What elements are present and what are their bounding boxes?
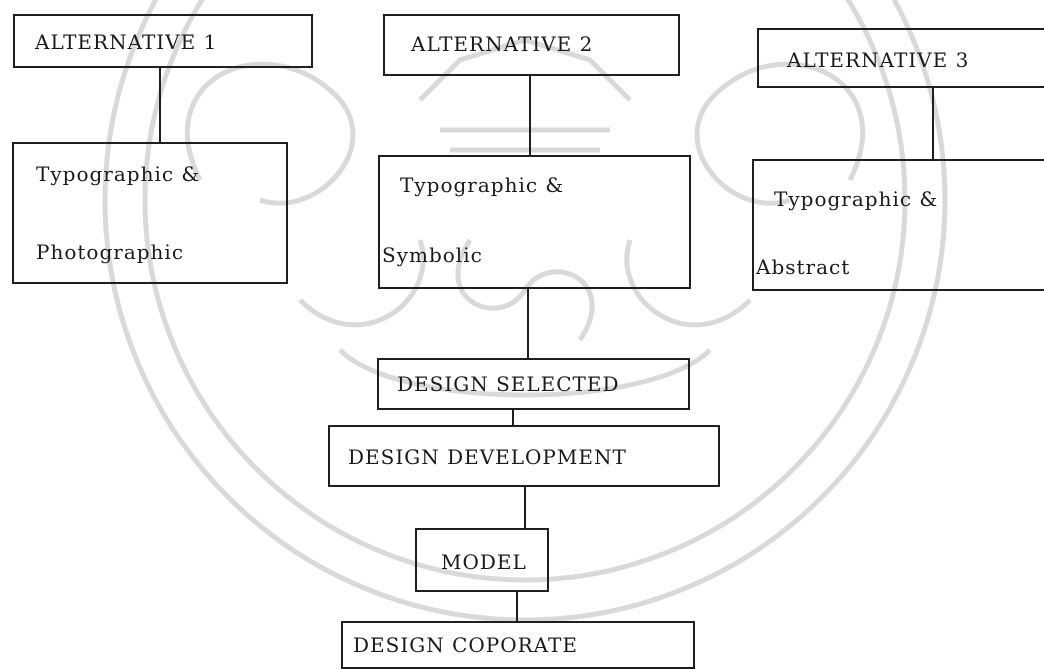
alternative-3-title: ALTERNATIVE 3 xyxy=(787,48,970,72)
connector-to-development xyxy=(512,410,514,426)
alternative-3-box: ALTERNATIVE 3 xyxy=(757,28,1044,88)
alternative-1-box: ALTERNATIVE 1 xyxy=(13,14,313,68)
model-box: MODEL xyxy=(415,528,549,592)
alternative-2-style-box: Typographic & Symbolic xyxy=(378,155,691,289)
alternative-2-title: ALTERNATIVE 2 xyxy=(411,32,594,56)
alternative-3-style-line1: Typographic & xyxy=(774,187,939,211)
connector-to-model xyxy=(524,487,526,529)
alternative-1-title: ALTERNATIVE 1 xyxy=(35,30,218,54)
design-development-box: DESIGN DEVELOPMENT xyxy=(328,425,720,487)
design-selected-label: DESIGN SELECTED xyxy=(397,372,620,396)
connector-alt2-top xyxy=(529,76,531,156)
alternative-1-style-box: Typographic & Photographic xyxy=(12,142,288,284)
connector-to-coporate xyxy=(516,592,518,622)
design-coporate-label: DESIGN COPORATE xyxy=(353,633,578,657)
model-label: MODEL xyxy=(441,550,527,574)
design-development-label: DESIGN DEVELOPMENT xyxy=(348,445,627,469)
alternative-3-style-box: Typographic & Abstract xyxy=(752,159,1044,291)
alternative-3-style-line2: Abstract xyxy=(756,255,851,279)
alternative-2-style-line2: Symbolic xyxy=(382,243,483,267)
alternative-1-style-line1: Typographic & xyxy=(36,162,201,186)
alternative-2-style-line1: Typographic & xyxy=(400,173,565,197)
design-selected-box: DESIGN SELECTED xyxy=(377,358,690,410)
connector-alt3 xyxy=(932,88,934,160)
connector-to-selected xyxy=(527,289,529,359)
alternative-2-box: ALTERNATIVE 2 xyxy=(383,14,680,76)
connector-alt1 xyxy=(159,68,161,143)
alternative-1-style-line2: Photographic xyxy=(36,240,185,264)
